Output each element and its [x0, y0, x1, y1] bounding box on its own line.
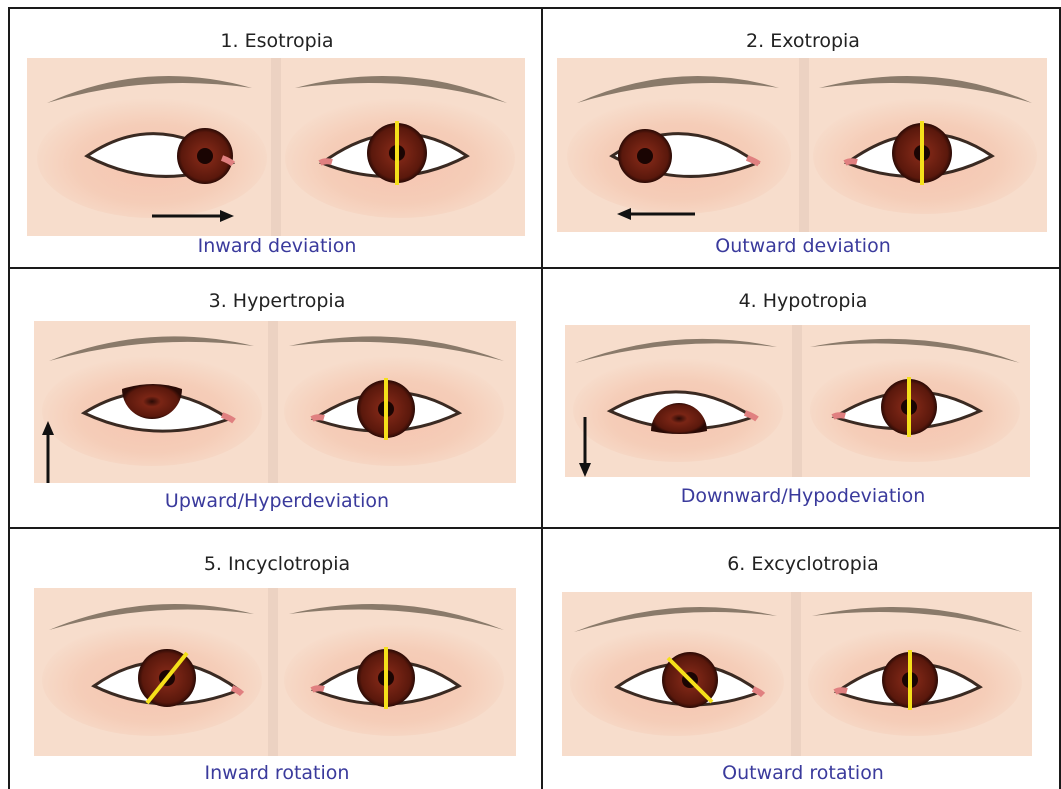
panel-6-eyes-illustration — [562, 592, 1032, 756]
panel-1-caption: Inward deviation — [17, 235, 537, 257]
panel-4-caption: Downward/Hypodeviation — [543, 485, 1061, 507]
panel-1-title: 1. Esotropia — [17, 30, 537, 52]
grid-divider-row-2 — [8, 527, 1061, 529]
panel-2-eyes-illustration — [557, 58, 1047, 232]
panel-4-title: 4. Hypotropia — [543, 290, 1061, 312]
panel-5-title: 5. Incyclotropia — [17, 553, 537, 575]
panel-3-eyes-illustration — [34, 321, 516, 483]
panel-5-caption: Inward rotation — [17, 762, 537, 784]
panel-1-eyes-illustration — [27, 58, 525, 236]
panel-5-eyes-illustration — [34, 588, 516, 756]
panel-4-eyes-illustration — [565, 325, 1030, 477]
panel-6-title: 6. Excyclotropia — [543, 553, 1061, 575]
panel-2-caption: Outward deviation — [543, 235, 1061, 257]
panel-3-caption: Upward/Hyperdeviation — [17, 490, 537, 512]
panel-6-caption: Outward rotation — [543, 762, 1061, 784]
grid-divider-vertical — [541, 7, 543, 789]
panel-2-title: 2. Exotropia — [543, 30, 1061, 52]
panel-3-title: 3. Hypertropia — [17, 290, 537, 312]
grid-divider-row-1 — [8, 267, 1061, 269]
